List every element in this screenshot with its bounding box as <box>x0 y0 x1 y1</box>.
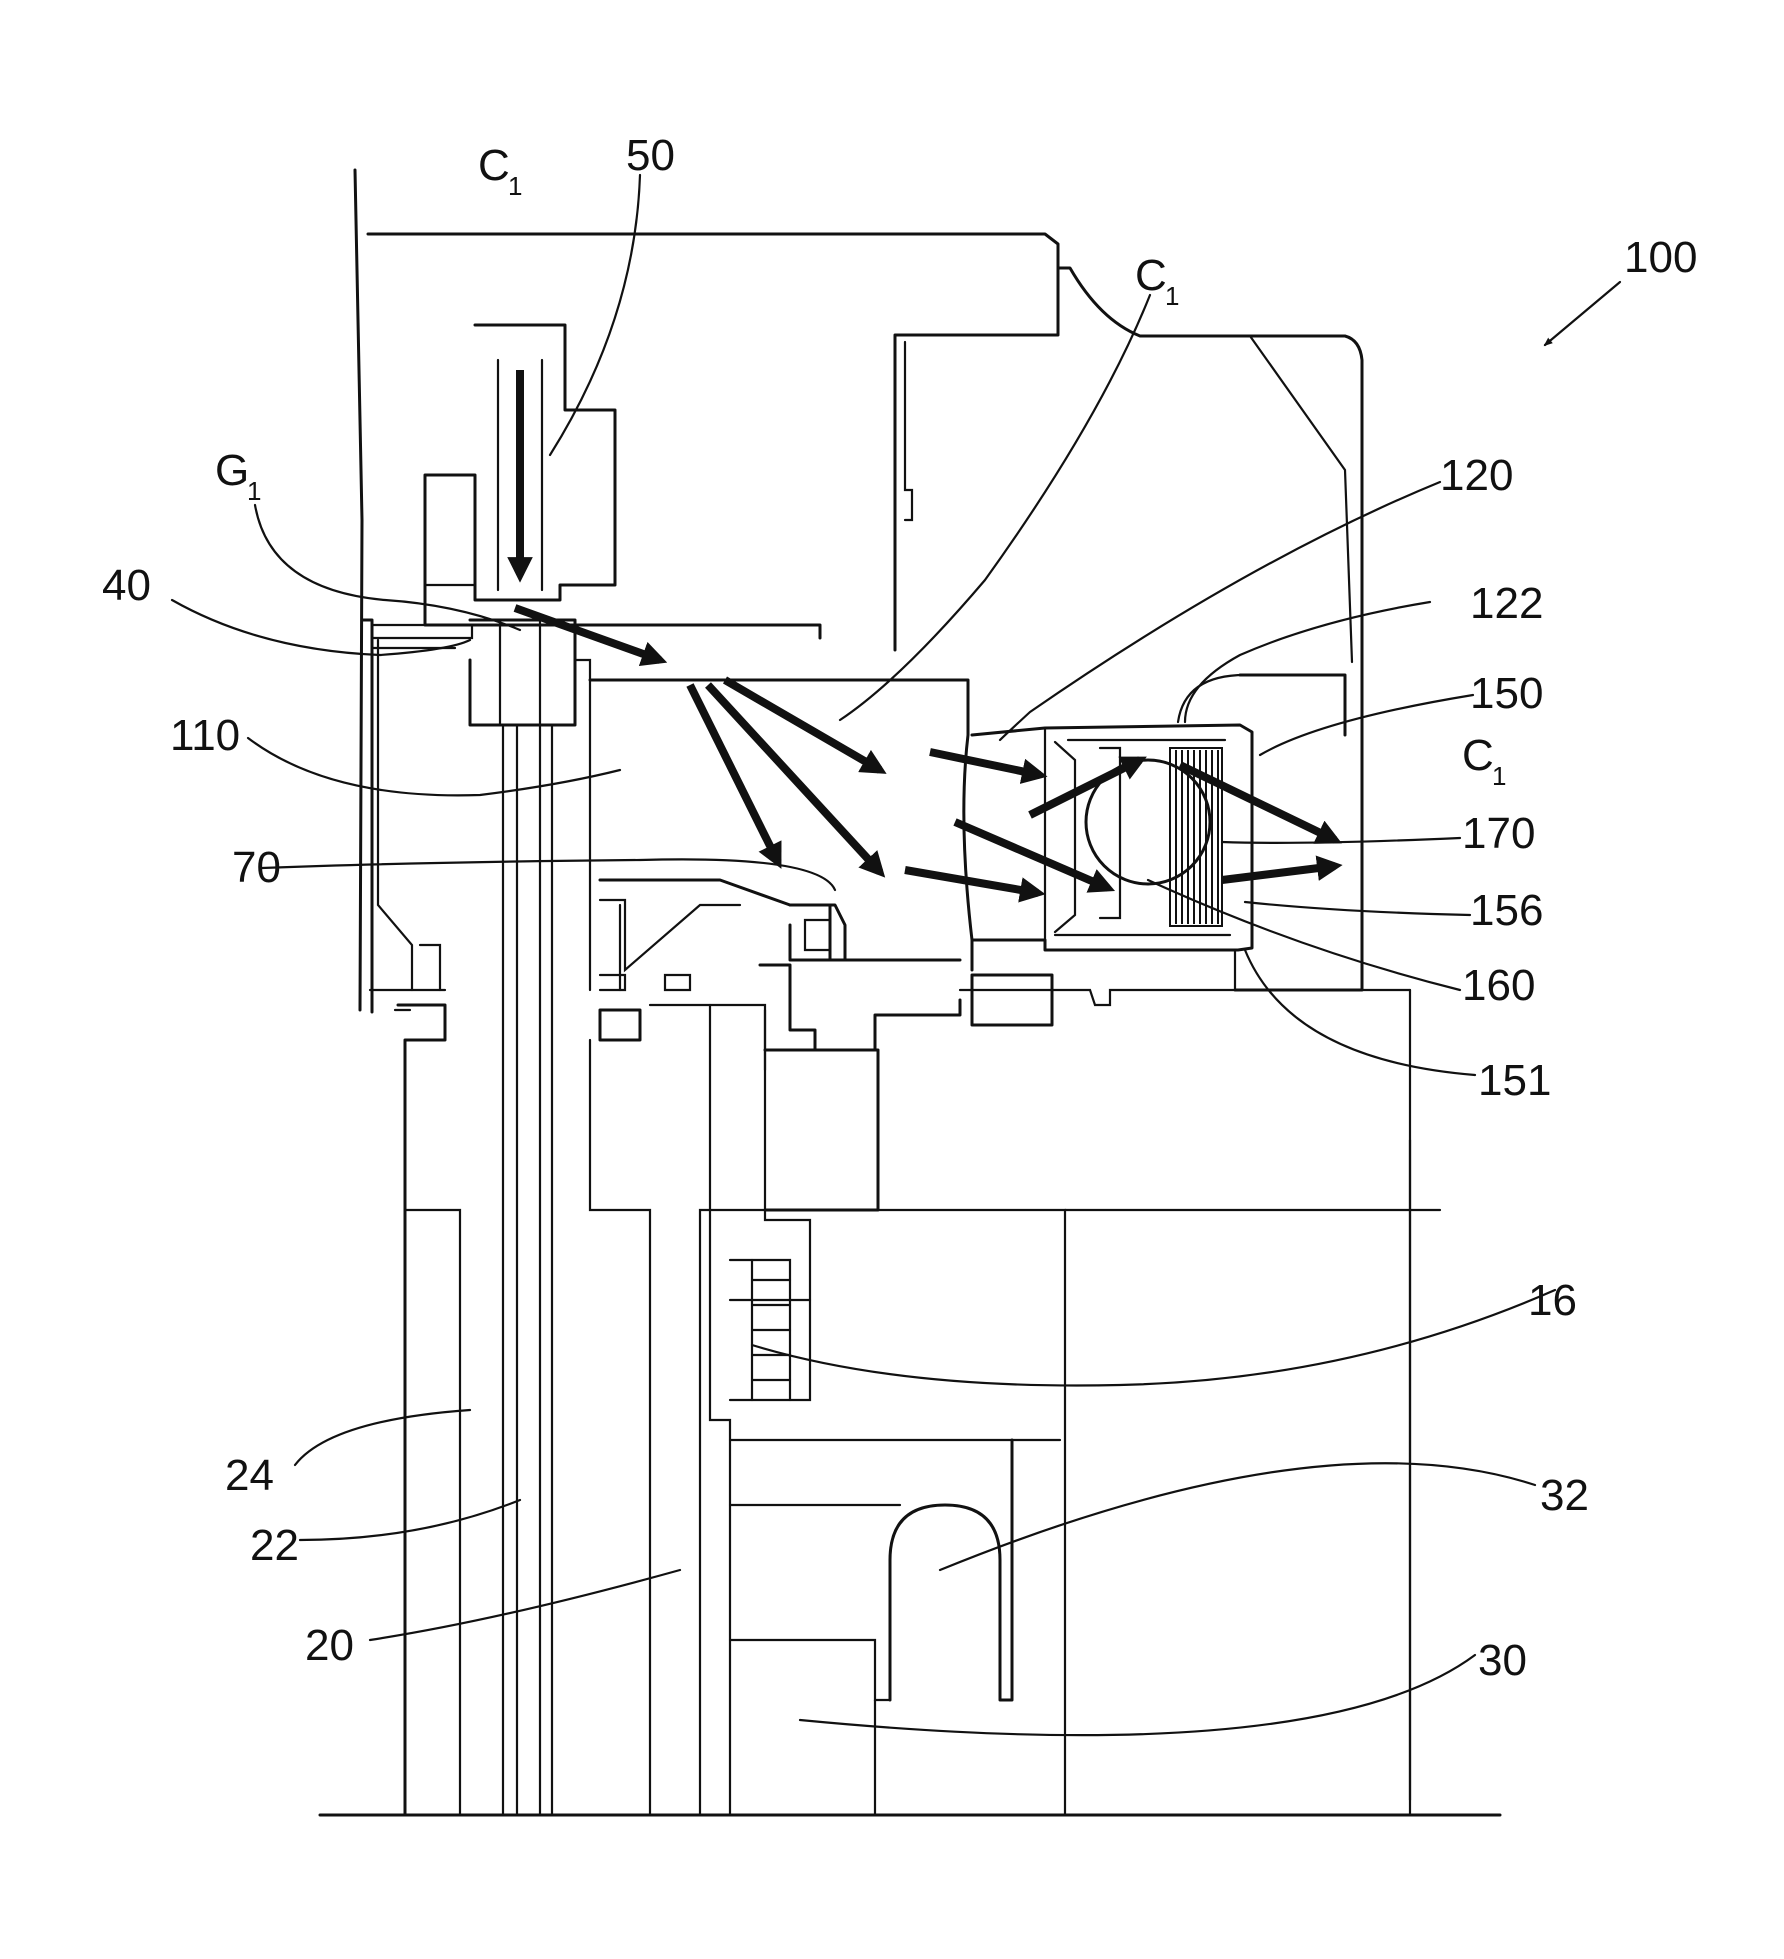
label-32: 32 <box>1540 1471 1589 1520</box>
label-160: 160 <box>1462 961 1535 1010</box>
label-c1-mid-letter: C <box>1135 251 1167 300</box>
housing-structure <box>355 170 1362 1012</box>
flow-arrow-7 <box>1030 760 1140 815</box>
label-150: 150 <box>1470 669 1543 718</box>
label-170: 170 <box>1462 809 1535 858</box>
label-156: 156 <box>1470 886 1543 935</box>
bearing-150 <box>960 675 1410 1800</box>
label-c1-top-letter: C <box>478 141 510 190</box>
label-100: 100 <box>1624 233 1697 282</box>
label-c1-top-sub: 1 <box>508 171 522 201</box>
assembly-pointer-arrow <box>1545 282 1620 345</box>
label-c1-right-letter: C <box>1462 731 1494 780</box>
label-110: 110 <box>170 711 240 760</box>
label-24: 24 <box>225 1451 274 1500</box>
flow-arrow-8 <box>1180 765 1335 840</box>
flow-arrow-6 <box>955 822 1108 888</box>
label-120: 120 <box>1440 451 1513 500</box>
label-c1-mid-sub: 1 <box>1165 281 1179 311</box>
inner-ring-40 <box>470 620 590 990</box>
label-16: 16 <box>1528 1276 1577 1325</box>
label-50: 50 <box>626 131 675 180</box>
label-g1-letter: G <box>215 446 249 495</box>
label-30: 30 <box>1478 1636 1527 1685</box>
label-122: 122 <box>1470 579 1543 628</box>
label-40: 40 <box>102 561 151 610</box>
flow-arrow-9 <box>1222 866 1335 880</box>
shaft-and-lower-housing <box>320 725 1500 1815</box>
label-151: 151 <box>1478 1056 1551 1105</box>
reference-labels: 100 50 C 1 C 1 G 1 40 110 70 120 122 150… <box>102 131 1697 1685</box>
label-70: 70 <box>232 843 281 892</box>
flow-arrow-5 <box>905 870 1038 893</box>
leader-lines <box>172 175 1555 1735</box>
label-20: 20 <box>305 1621 354 1670</box>
flow-arrow-g1 <box>515 608 660 660</box>
label-c1-right-sub: 1 <box>1492 761 1506 791</box>
flow-arrow-4 <box>930 752 1040 775</box>
label-22: 22 <box>250 1521 299 1570</box>
label-g1-sub: 1 <box>247 476 261 506</box>
flow-arrows <box>515 282 1620 893</box>
